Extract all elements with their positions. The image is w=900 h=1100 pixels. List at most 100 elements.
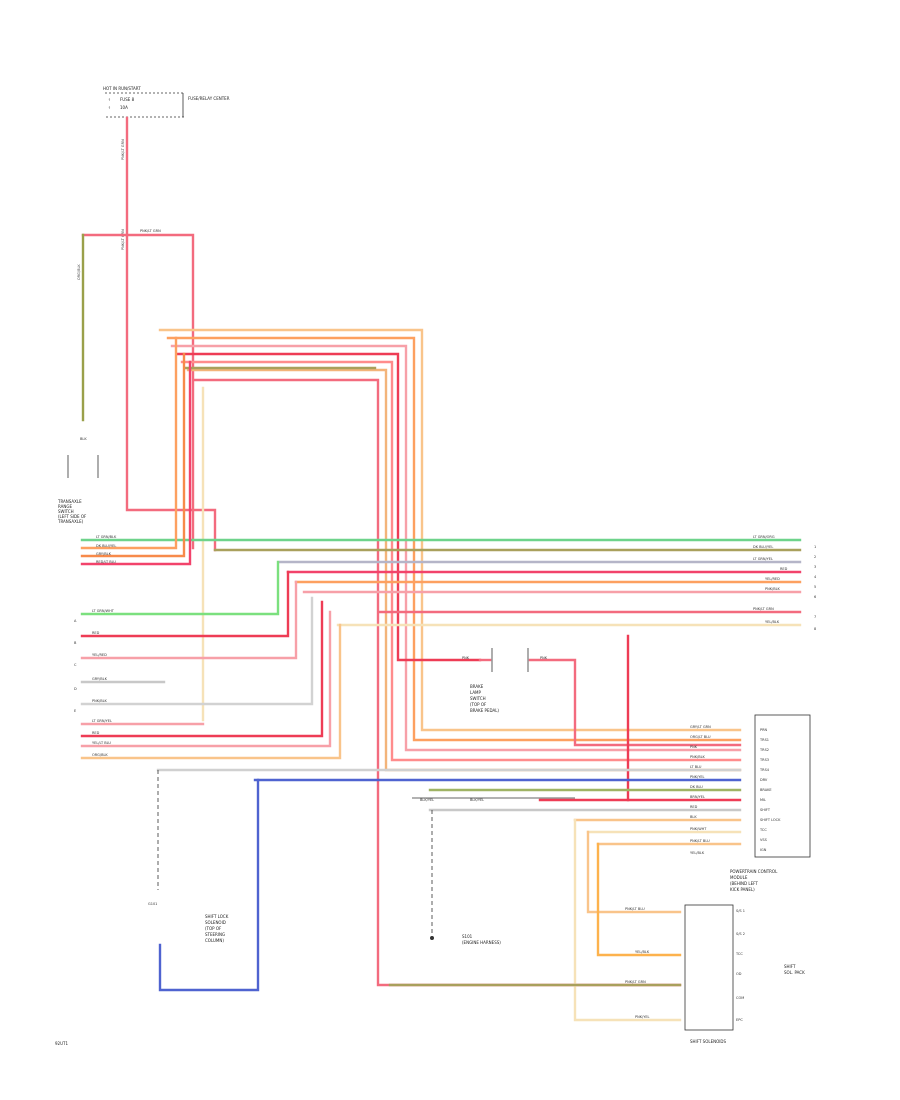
svg-text:8: 8 [814,627,816,631]
svg-text:SWITCH: SWITCH [470,696,486,701]
svg-text:DK BLU/YEL: DK BLU/YEL [96,544,116,548]
svg-text:BRAKE: BRAKE [760,788,772,792]
svg-text:LT BLU: LT BLU [690,765,702,769]
svg-text:SHIFT LOCK: SHIFT LOCK [760,818,781,822]
svg-text:(ENGINE HARNESS): (ENGINE HARNESS) [462,940,501,945]
range-switch-line-2: RANGE [58,504,72,509]
svg-text:TRS3: TRS3 [759,758,769,762]
fuse-amps: 10A [120,105,128,110]
svg-text:5: 5 [814,585,816,589]
range-switch-line-5: TRANSAXLE) [57,519,84,524]
svg-text:COM: COM [736,996,744,1000]
svg-text:GRY/BLK: GRY/BLK [92,677,108,681]
wire-bus-1 [158,328,742,732]
svg-text:3: 3 [814,565,816,569]
svg-text:YEL/BLK: YEL/BLK [765,620,780,624]
svg-text:G101: G101 [148,902,157,906]
svg-text:RED/LT BLU: RED/LT BLU [96,560,116,564]
wire-bus-3 [170,344,742,752]
solenoid-pack-name: SHIFT SOLENOIDS [690,1039,727,1044]
wire-range-left-3 [80,352,186,558]
svg-text:YEL/BLK: YEL/BLK [635,950,650,954]
svg-text:PNK/BLK: PNK/BLK [765,587,781,591]
svg-text:RED: RED [780,567,788,571]
svg-text:PNK/WHT: PNK/WHT [690,827,707,831]
svg-text:BLK/YEL: BLK/YEL [470,798,484,802]
svg-text:ORG/BLK: ORG/BLK [77,264,81,280]
range-switch-line-1: TRANSAXLE [57,499,82,504]
svg-text:↑: ↑ [108,98,111,102]
svg-text:PNK: PNK [462,656,470,660]
fuse-block: HOT IN RUN/START FUSE 8 10A ↑ ↑ FUSE/REL… [103,86,230,118]
svg-text:E: E [74,709,76,713]
svg-text:S/S 2: S/S 2 [736,932,745,936]
fuse-location: FUSE/RELAY CENTER [188,96,230,101]
svg-text:PNK: PNK [540,656,548,660]
svg-text:LT GRN/YEL: LT GRN/YEL [753,557,773,561]
svg-text:PNK/LT BLU: PNK/LT BLU [625,907,645,911]
svg-text:LT GRN/YEL: LT GRN/YEL [92,719,112,723]
svg-text:BLK/YEL: BLK/YEL [420,798,434,802]
svg-text:PNK/YEL: PNK/YEL [690,775,705,779]
svg-text:SOL. PACK: SOL. PACK [784,970,805,975]
svg-text:LT GRN/ORG: LT GRN/ORG [753,535,775,539]
svg-text:SHIFT: SHIFT [760,808,771,812]
wire-bus-4 [176,352,482,662]
svg-text:GRY/BLK: GRY/BLK [96,552,112,556]
fuse-label: FUSE 8 [120,97,135,102]
svg-text:1: 1 [814,545,816,549]
svg-text:POWERTRAIN CONTROL: POWERTRAIN CONTROL [730,869,778,874]
range-switch-line-4: (LEFT SIDE OF [58,514,87,519]
svg-text:ORG/BLK: ORG/BLK [92,753,108,757]
svg-text:YEL/RED: YEL/RED [765,577,780,581]
svg-text:DK BLU: DK BLU [690,785,703,789]
range-left-rows: LT GRN/BLK DK BLU/YEL GRY/BLK RED/LT BLU [80,336,802,566]
wire-label-fuse-out: PNK/LT GRN [121,139,125,160]
svg-text:YEL/BLK: YEL/BLK [690,851,705,855]
svg-text:LAMP: LAMP [470,690,482,695]
svg-text:PNK/BLK: PNK/BLK [92,699,108,703]
svg-text:(TOP OF: (TOP OF [205,926,222,931]
svg-text:PNK/LT GRN: PNK/LT GRN [625,980,646,984]
svg-text:LT GRN/BLK: LT GRN/BLK [96,535,117,539]
svg-text:S101: S101 [462,934,473,939]
svg-text:KICK PANEL): KICK PANEL) [730,887,755,892]
svg-text:TCC: TCC [759,828,767,832]
svg-text:B: B [74,641,77,645]
svg-text:YEL/LT BLU: YEL/LT BLU [92,741,111,745]
svg-text:TRS4: TRS4 [759,768,770,772]
fuse-header: HOT IN RUN/START [103,86,141,91]
svg-text:STEERING: STEERING [205,932,225,937]
brake-lamp-switch: PNK PNK BRAKE LAMP SWITCH (TOP OF BRAKE … [462,648,742,747]
page-ref: 92UT1 [55,1041,68,1046]
svg-text:IGN: IGN [760,848,767,852]
svg-text:COLUMN): COLUMN) [205,938,224,943]
right-edge-rows: LT GRN/ORG DK BLU/YEL LT GRN/YEL RED YEL… [213,535,817,631]
svg-text:PRN: PRN [760,728,768,732]
svg-text:A: A [74,619,77,623]
svg-text:RED: RED [92,631,100,635]
svg-text:C: C [74,663,77,667]
svg-text:DK BLU/YEL: DK BLU/YEL [753,545,773,549]
svg-text:EPC: EPC [736,1018,743,1022]
svg-text:RED: RED [690,805,698,809]
svg-text:PNK/LT BLU: PNK/LT BLU [690,839,710,843]
svg-text:D: D [74,687,77,691]
svg-text:(TOP OF: (TOP OF [470,702,487,707]
svg-text:BRN/YEL: BRN/YEL [690,795,705,799]
svg-text:OD: OD [736,972,742,976]
svg-text:(BEHIND LEFT: (BEHIND LEFT [730,881,758,886]
wire-label-fuse-branch: PNK/LT GRN [140,229,161,233]
wire-range-left-2 [80,336,178,550]
svg-text:4: 4 [814,575,817,579]
svg-text:DRV: DRV [760,778,768,782]
svg-text:PNK/YEL: PNK/YEL [635,1015,650,1019]
svg-text:2: 2 [814,555,816,559]
svg-text:VSS: VSS [760,838,768,842]
control-module: PRN TRS1 TRS2 TRS3 TRS4 DRV BRAKE MIL SH… [730,714,811,892]
solenoid-pack: S/S 1 S/S 2 TCC OD COM EPC SHIFT SOL. PA… [684,904,805,1044]
wire-fuse-out [125,116,217,552]
wire-fuse-branch [81,233,195,550]
svg-text:TRS1: TRS1 [759,738,769,742]
